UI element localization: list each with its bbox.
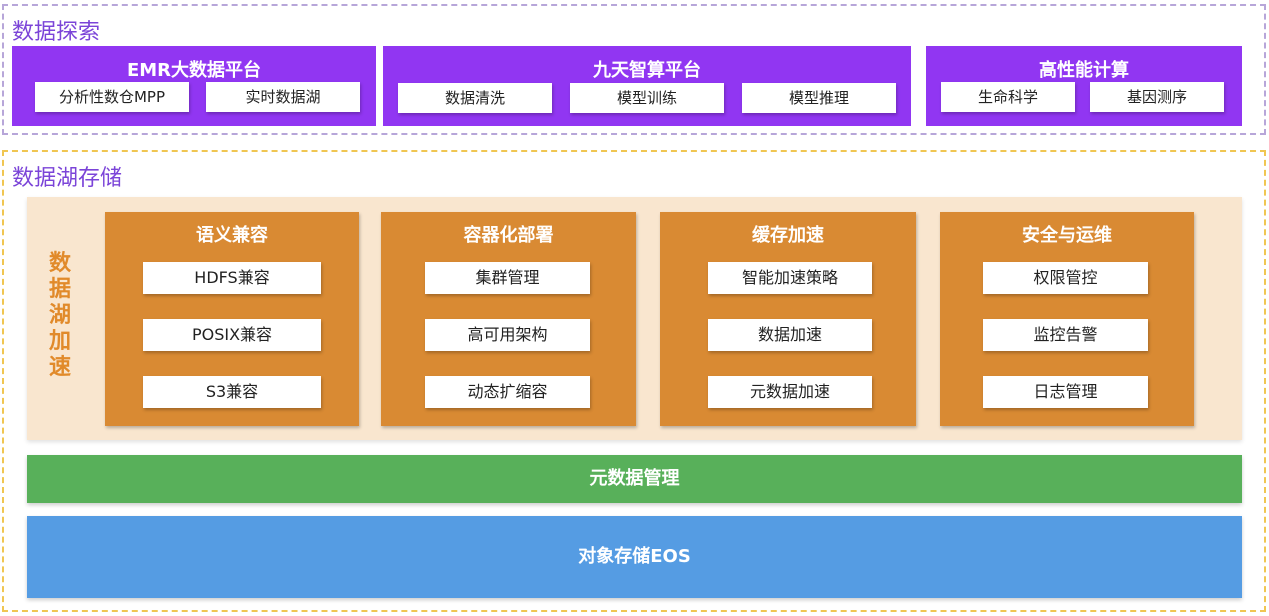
explore-section-title: 数据探索: [12, 20, 101, 45]
chip-gene-sequencing: 基因测序: [1090, 82, 1224, 112]
chip-hdfs-compat: HDFS兼容: [143, 262, 321, 294]
explore-section: [2, 4, 1266, 135]
chip-realtime-lake: 实时数据湖: [206, 82, 360, 112]
object-storage-bar: 对象存储EOS: [27, 516, 1242, 598]
chip-log-mgmt: 日志管理: [983, 376, 1148, 408]
chip-model-training: 模型训练: [570, 83, 724, 113]
chip-data-cleaning: 数据清洗: [398, 83, 552, 113]
platform-hpc-title: 高性能计算: [1039, 60, 1129, 81]
group-cache-accel: 缓存加速 智能加速策略 数据加速 元数据加速: [660, 212, 916, 426]
chip-access-control: 权限管控: [983, 262, 1148, 294]
chip-metadata-accel: 元数据加速: [708, 376, 872, 408]
chip-life-science: 生命科学: [941, 82, 1075, 112]
platform-jiutian-title: 九天智算平台: [593, 60, 701, 81]
group-security-ops-title: 安全与运维: [1022, 225, 1112, 246]
chip-posix-compat: POSIX兼容: [143, 319, 321, 351]
storage-section-title: 数据湖存储: [12, 166, 123, 191]
storage-section: [2, 150, 1266, 612]
chip-autoscaling: 动态扩缩容: [425, 376, 590, 408]
group-cache-accel-title: 缓存加速: [752, 225, 824, 246]
group-security-ops: 安全与运维 权限管控 监控告警 日志管理: [940, 212, 1194, 426]
chip-data-accel: 数据加速: [708, 319, 872, 351]
group-semantic-compat-title: 语义兼容: [196, 225, 268, 246]
platform-hpc: 高性能计算 生命科学 基因测序: [926, 46, 1242, 126]
platform-emr: EMR大数据平台 分析性数仓MPP 实时数据湖: [12, 46, 376, 126]
lake-accel-label: 数据湖加速: [48, 251, 71, 380]
metadata-mgmt-bar: 元数据管理: [27, 455, 1242, 503]
group-container-deploy: 容器化部署 集群管理 高可用架构 动态扩缩容: [381, 212, 636, 426]
platform-jiutian: 九天智算平台 数据清洗 模型训练 模型推理: [383, 46, 911, 126]
chip-mpp: 分析性数仓MPP: [35, 82, 189, 112]
chip-model-inference: 模型推理: [742, 83, 896, 113]
chip-monitoring-alerts: 监控告警: [983, 319, 1148, 351]
group-container-deploy-title: 容器化部署: [463, 225, 554, 246]
chip-ha-architecture: 高可用架构: [425, 319, 590, 351]
chip-smart-accel-policy: 智能加速策略: [708, 262, 872, 294]
platform-emr-title: EMR大数据平台: [126, 60, 262, 81]
chip-cluster-mgmt: 集群管理: [425, 262, 590, 294]
group-semantic-compat: 语义兼容 HDFS兼容 POSIX兼容 S3兼容: [105, 212, 359, 426]
chip-s3-compat: S3兼容: [143, 376, 321, 408]
